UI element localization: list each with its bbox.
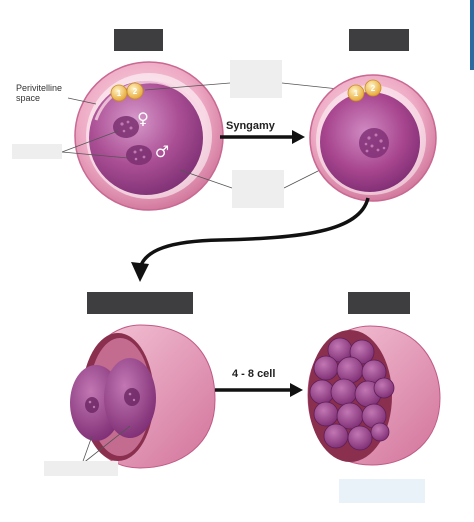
morula-cells <box>309 337 395 451</box>
edge-accent-bar <box>470 0 474 70</box>
syngamy-label: Syngamy <box>226 120 275 132</box>
polar-body-3 <box>347 84 365 102</box>
label-box-cleavage[interactable] <box>87 292 193 314</box>
blank-box-morula[interactable] <box>339 479 425 503</box>
curved-arrowhead <box>131 262 149 282</box>
leader-blastomere-1 <box>81 435 93 465</box>
polar-body-2-label: 2 <box>133 87 138 96</box>
polar-body-4 <box>364 79 382 97</box>
leader-membrane-left <box>179 169 233 189</box>
polar-body-2 <box>126 82 144 100</box>
blank-box-membrane[interactable] <box>232 170 284 208</box>
syngamy-arrowhead <box>292 130 305 144</box>
cell-stage-arrowhead <box>290 383 303 397</box>
leader-pronucleus-male <box>61 151 129 159</box>
perivitelline-space-label: Perivitelline space <box>16 83 63 103</box>
four-eight-cell-label: 4 - 8 cell <box>232 368 276 380</box>
label-box-morula[interactable] <box>348 292 410 314</box>
leader-perivitelline <box>67 97 97 105</box>
polar-body-4-label: 2 <box>371 84 376 93</box>
egg-two-cell <box>70 324 216 469</box>
label-box-syngamy[interactable] <box>349 29 409 51</box>
leader-blastomere-2 <box>81 425 131 465</box>
blank-box-pronuclei[interactable] <box>12 144 62 159</box>
polar-body-3-label: 1 <box>354 89 359 98</box>
male-symbol: ♂ <box>155 142 169 161</box>
female-symbol: ♀ <box>137 109 149 128</box>
egg-zygote: 1 2 <box>309 74 437 202</box>
leader-pronucleus-female <box>61 130 119 153</box>
female-pronucleus <box>113 116 139 138</box>
male-pronucleus <box>126 145 152 165</box>
polar-body-1-label: 1 <box>117 89 122 98</box>
egg-pronuclei: 1 2 ♀ ♂ <box>74 61 224 211</box>
blank-box-polar-bodies[interactable] <box>230 60 282 98</box>
blank-box-blastomeres[interactable] <box>44 461 118 476</box>
egg-morula <box>307 325 441 466</box>
leader-membrane-right <box>283 169 321 189</box>
label-box-zygote[interactable] <box>114 29 163 51</box>
leader-polar-bodies-left <box>144 82 231 91</box>
zygote-nucleus <box>359 128 389 158</box>
curved-arrow <box>138 197 370 269</box>
